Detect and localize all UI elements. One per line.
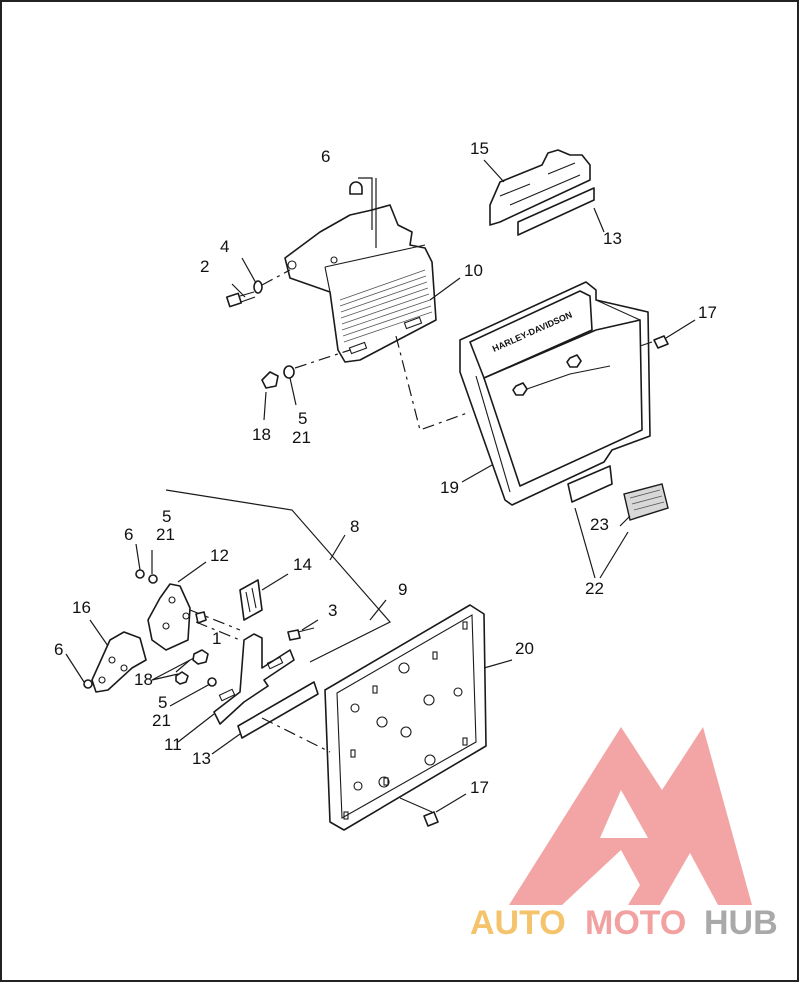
callout-16: 16 [72,598,91,617]
part-6-nut-lower [83,679,93,689]
part-16-bracket [91,631,147,693]
part-5-21-washer-upper [283,365,295,379]
callout-6-upper: 6 [124,525,133,544]
part-3-screw [287,627,315,641]
part-12-plate [147,583,191,651]
part-5-21-washer-left [148,574,158,584]
callout-6-lower: 6 [54,640,63,659]
callout-18-lower: 18 [134,670,153,689]
part-13-strip-upper [517,187,595,236]
callout-17-upper: 17 [698,303,717,322]
callout-21-left: 21 [156,525,175,544]
part-7-nut [349,181,363,195]
part-4-washer [253,280,263,294]
callout-5-lower: 5 [158,693,167,712]
part-17-screw-upper [639,335,669,349]
part-19-frame: HARLEY-DAVIDSON [459,281,651,506]
callout-11: 11 [164,735,182,754]
callout-13-upper: 13 [603,229,622,248]
part-6-nut-upper [135,569,145,579]
callout-17-lower: 17 [470,778,489,797]
callout-14: 14 [293,555,312,574]
callout-8: 8 [350,517,359,536]
part-17-screw-lower [399,797,439,827]
part-2-bolt [225,291,256,308]
watermark-hub: HUB [704,904,778,942]
grille-lines [339,269,433,343]
callout-4: 4 [220,237,229,256]
callout-20: 20 [515,639,534,658]
callout-10: 10 [464,261,483,280]
part-1-screw [195,611,207,624]
watermark-triangle-inner [600,790,648,838]
watermark-auto: AUTO [470,904,566,942]
part-11-bracket [213,633,295,725]
callout-5-left: 5 [162,507,171,526]
callout-21-lower: 21 [152,711,171,730]
part-10-bracket [284,204,437,363]
callout-15: 15 [470,139,489,158]
part-15-bracket [489,149,591,226]
part-23-reflector [623,483,669,521]
part-18-nut [261,371,279,389]
part-20-plate [324,604,487,831]
callout-7: 6 [321,147,330,166]
callout-5-upper: 5 [298,409,307,428]
callout-12: 12 [210,546,229,565]
watermark-moto: MOTO [585,904,686,942]
callout-21-upper: 21 [292,428,311,447]
callout-3: 3 [328,601,337,620]
callout-23: 23 [590,515,609,534]
callout-18-upper: 18 [252,425,271,444]
callout-9: 9 [398,580,407,599]
callout-19: 19 [440,478,459,497]
part-14-bracket [239,579,263,621]
callout-1: 1 [212,629,221,648]
callout-13-lower: 13 [192,749,211,768]
plate-holes [343,621,468,820]
watermark-logo: AUTO MOTO HUB [470,727,778,942]
callout-2: 2 [200,257,209,276]
part-18-nut-lower [192,649,209,665]
part-13-strip-lower [237,681,319,739]
callout-22: 22 [585,579,604,598]
